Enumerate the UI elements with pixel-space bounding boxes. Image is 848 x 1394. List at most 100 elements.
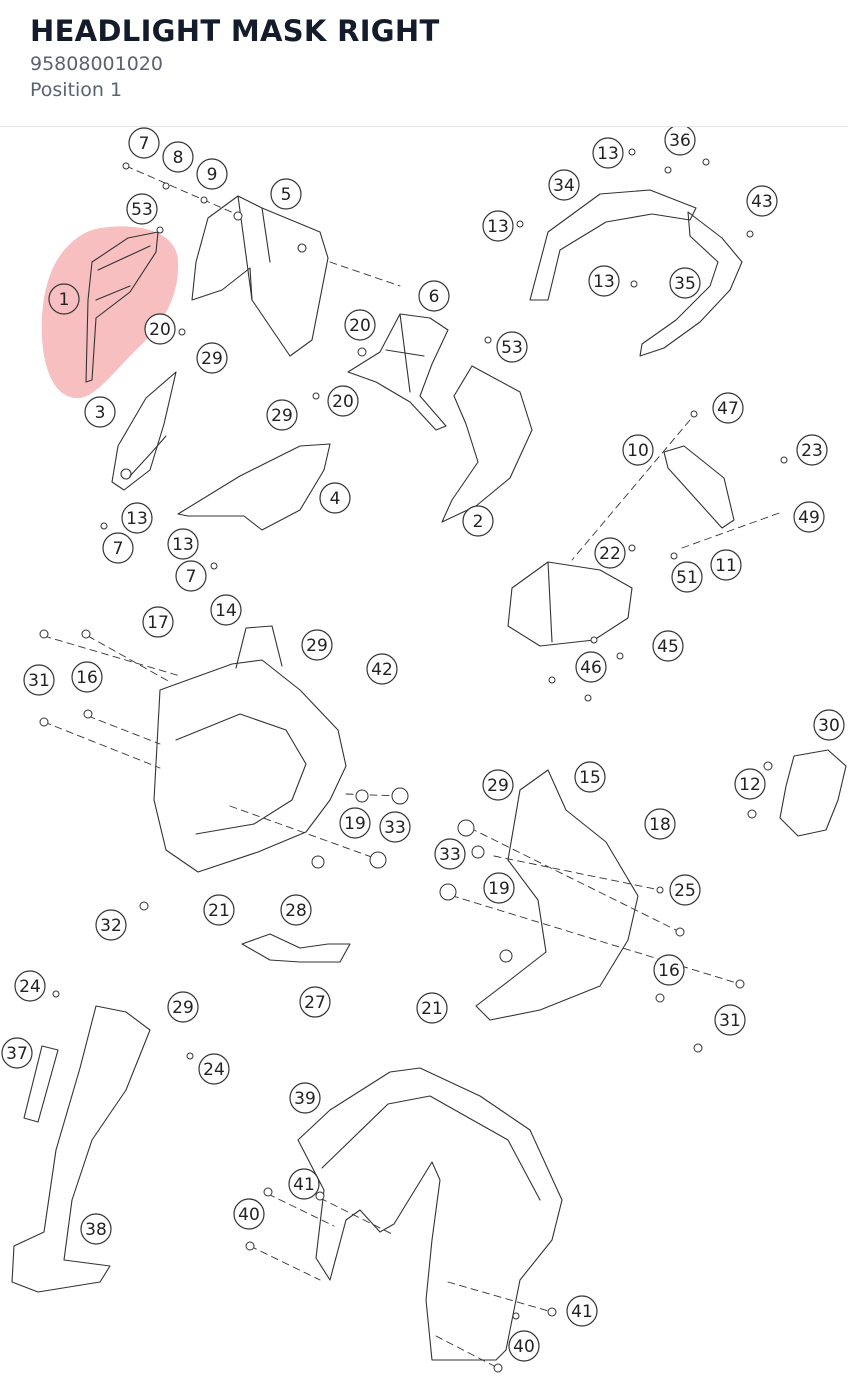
callout-label: 19	[488, 879, 510, 899]
callout-13[interactable]: 13	[588, 265, 620, 297]
callout-53[interactable]: 53	[496, 331, 528, 363]
callout-5[interactable]: 5	[270, 178, 302, 210]
callout-circle	[434, 838, 466, 870]
callout-15[interactable]: 15	[574, 761, 606, 793]
callout-16[interactable]: 16	[653, 954, 685, 986]
callout-41[interactable]: 41	[288, 1168, 320, 1200]
callout-18[interactable]: 18	[644, 808, 676, 840]
callout-40[interactable]: 40	[508, 1330, 540, 1362]
callout-13[interactable]: 13	[167, 528, 199, 560]
callout-20[interactable]: 20	[327, 385, 359, 417]
callout-13[interactable]: 13	[482, 210, 514, 242]
callout-41[interactable]: 41	[566, 1295, 598, 1327]
callout-39[interactable]: 39	[289, 1082, 321, 1114]
callout-circle	[128, 127, 160, 159]
callout-38[interactable]: 38	[80, 1213, 112, 1245]
callout-14[interactable]: 14	[210, 594, 242, 626]
callout-47[interactable]: 47	[712, 392, 744, 424]
part-15-bracket	[475, 769, 639, 1021]
callout-29[interactable]: 29	[482, 769, 514, 801]
callout-30[interactable]: 30	[813, 709, 845, 741]
callout-label: 12	[739, 775, 761, 795]
callout-29[interactable]: 29	[301, 629, 333, 661]
callout-17[interactable]: 17	[142, 606, 174, 638]
callout-45[interactable]: 45	[652, 630, 684, 662]
callout-7[interactable]: 7	[128, 127, 160, 159]
callout-label: 39	[294, 1089, 316, 1109]
callout-label: 29	[487, 776, 509, 796]
callout-28[interactable]: 28	[280, 894, 312, 926]
callout-3[interactable]: 3	[84, 396, 116, 428]
part-5-panel	[191, 195, 329, 357]
callout-13[interactable]: 13	[121, 502, 153, 534]
callout-circle	[746, 185, 778, 217]
callout-8[interactable]: 8	[162, 141, 194, 173]
callout-circle	[71, 661, 103, 693]
callout-23[interactable]: 23	[796, 434, 828, 466]
callout-label: 40	[238, 1205, 260, 1225]
callout-label: 2	[473, 512, 484, 532]
callout-21[interactable]: 21	[416, 992, 448, 1024]
callout-circle	[121, 502, 153, 534]
callout-9[interactable]: 9	[196, 158, 228, 190]
callout-circle	[508, 1330, 540, 1362]
callout-29[interactable]: 29	[167, 991, 199, 1023]
callout-37[interactable]: 37	[1, 1037, 33, 1069]
callout-31[interactable]: 31	[714, 1004, 746, 1036]
callout-31[interactable]: 31	[23, 664, 55, 696]
callout-11[interactable]: 11	[710, 549, 742, 581]
callout-2[interactable]: 2	[462, 505, 494, 537]
callout-53[interactable]: 53	[126, 193, 158, 225]
callout-13[interactable]: 13	[592, 137, 624, 169]
callout-7[interactable]: 7	[102, 532, 134, 564]
callout-29[interactable]: 29	[266, 399, 298, 431]
callout-label: 21	[421, 999, 443, 1019]
callout-4[interactable]: 4	[319, 482, 351, 514]
callout-34[interactable]: 34	[548, 169, 580, 201]
callout-circle	[266, 399, 298, 431]
callout-32[interactable]: 32	[95, 909, 127, 941]
callout-22[interactable]: 22	[594, 537, 626, 569]
callout-25[interactable]: 25	[669, 874, 701, 906]
callout-circle	[548, 169, 580, 201]
part-10-license-bracket	[663, 445, 735, 529]
callout-circle	[167, 991, 199, 1023]
callout-33[interactable]: 33	[379, 811, 411, 843]
callout-label: 51	[676, 568, 698, 588]
callout-19[interactable]: 19	[339, 807, 371, 839]
callout-46[interactable]: 46	[575, 651, 607, 683]
callout-49[interactable]: 49	[793, 501, 825, 533]
callout-20[interactable]: 20	[344, 309, 376, 341]
callout-label: 4	[330, 489, 341, 509]
callout-29[interactable]: 29	[196, 342, 228, 374]
callout-7[interactable]: 7	[175, 560, 207, 592]
callout-19[interactable]: 19	[483, 872, 515, 904]
callout-20[interactable]: 20	[144, 313, 176, 345]
callout-circle	[196, 158, 228, 190]
fasteners	[39, 148, 788, 1373]
callout-35[interactable]: 35	[669, 267, 701, 299]
callout-6[interactable]: 6	[418, 280, 450, 312]
callout-21[interactable]: 21	[203, 894, 235, 926]
callout-circle	[566, 1295, 598, 1327]
leader-lines	[43, 165, 783, 1369]
callout-10[interactable]: 10	[622, 434, 654, 466]
callout-24[interactable]: 24	[198, 1053, 230, 1085]
callout-33[interactable]: 33	[434, 838, 466, 870]
callout-16[interactable]: 16	[71, 661, 103, 693]
callout-43[interactable]: 43	[746, 185, 778, 217]
callout-12[interactable]: 12	[734, 768, 766, 800]
callout-circle	[162, 141, 194, 173]
callout-circle	[95, 909, 127, 941]
callout-42[interactable]: 42	[366, 653, 398, 685]
callout-circle	[1, 1037, 33, 1069]
part-34-35-grab-rail	[529, 189, 743, 357]
callout-40[interactable]: 40	[233, 1198, 265, 1230]
callout-36[interactable]: 36	[664, 124, 696, 156]
callout-24[interactable]: 24	[14, 970, 46, 1002]
callout-1[interactable]: 1	[48, 283, 80, 315]
callout-label: 29	[201, 349, 223, 369]
callout-27[interactable]: 27	[299, 986, 331, 1018]
callout-51[interactable]: 51	[671, 561, 703, 593]
